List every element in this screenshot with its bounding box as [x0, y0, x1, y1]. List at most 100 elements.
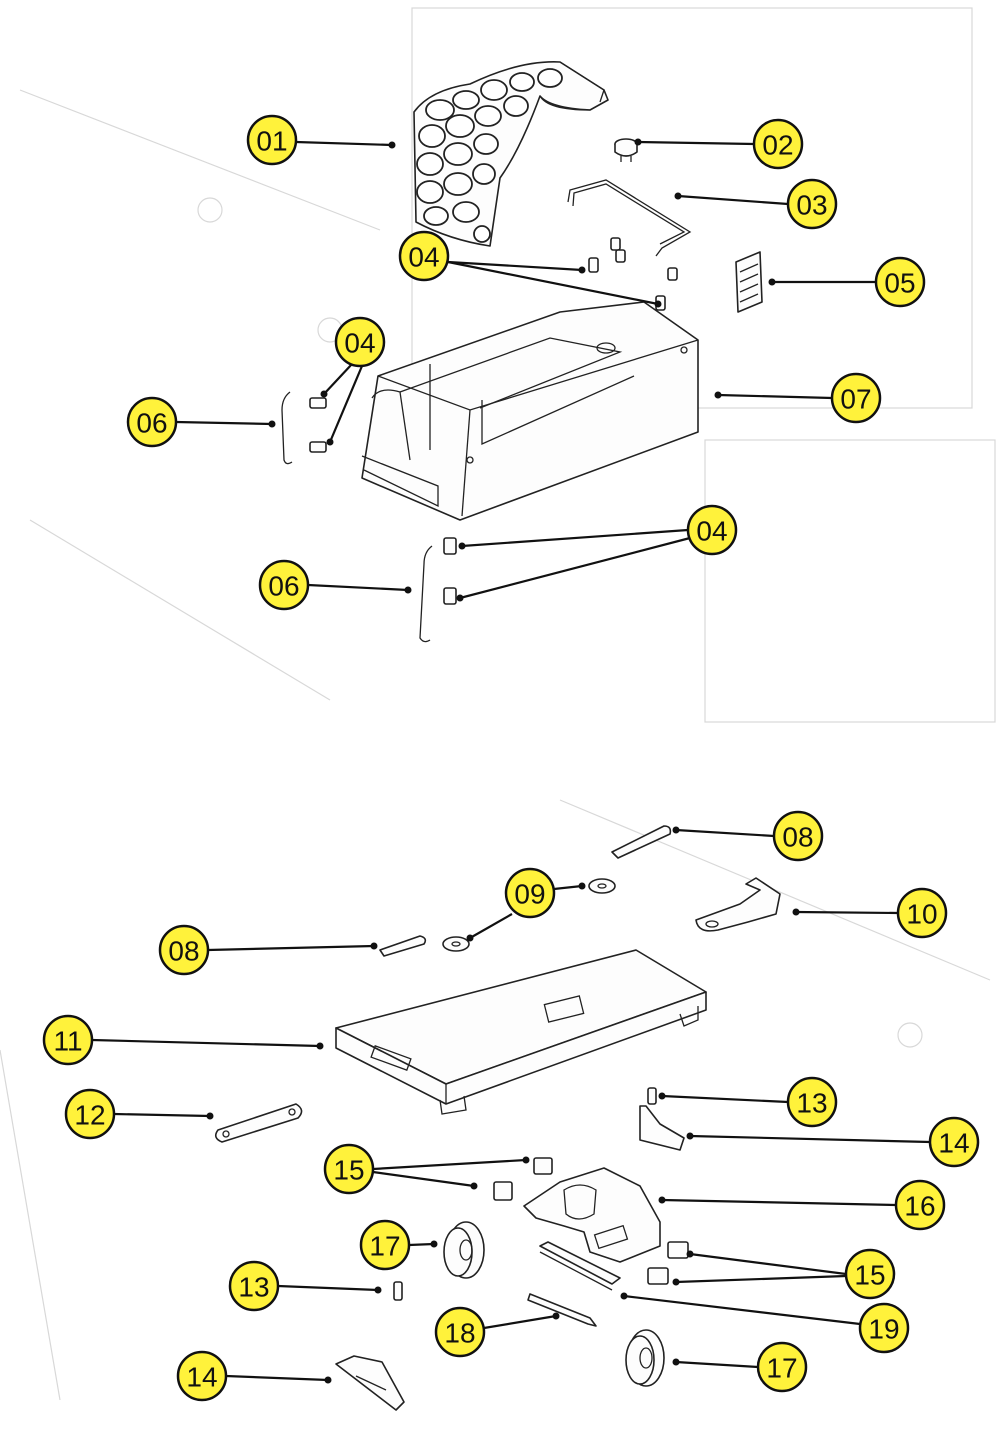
leader-line-c11 [91, 1038, 321, 1048]
callout-c04c: 04 [686, 504, 738, 556]
leader-endpoint-c10 [792, 908, 800, 916]
leader-endpoint-c15a [522, 1156, 530, 1164]
leader-endpoint-c06b [404, 586, 412, 594]
leader-line-c04b-2 [328, 365, 364, 443]
callout-number: 14 [186, 1362, 217, 1393]
callout-number: 15 [333, 1155, 364, 1186]
callout-number: 18 [444, 1318, 475, 1349]
callout-c11: 11 [42, 1014, 94, 1066]
leader-endpoint-c06a [268, 420, 276, 428]
part-knob [614, 138, 638, 162]
part-main-housing [361, 301, 699, 521]
callout-number: 07 [840, 384, 871, 415]
leader-endpoint-c18 [552, 1312, 560, 1320]
part-cotter-pins [379, 825, 672, 957]
callout-c19: 19 [858, 1302, 910, 1354]
leader-line-c09-2 [469, 913, 513, 939]
leader-line-c06b [307, 583, 409, 592]
callout-badge [246, 114, 298, 166]
callout-c06b: 06 [258, 559, 310, 611]
leader-endpoint-c08b [370, 942, 378, 950]
callout-leaders [91, 138, 931, 1384]
leader-line-c08a [675, 828, 775, 838]
callout-badge [786, 1076, 838, 1128]
callout-number: 08 [168, 936, 199, 967]
callout-badge [928, 1116, 980, 1168]
part-pivot-bracket [695, 877, 781, 932]
callout-number: 06 [136, 408, 167, 439]
callout-number: 04 [408, 242, 439, 273]
callout-badge [504, 867, 556, 919]
callout-badge [359, 1219, 411, 1271]
leader-line-c18 [483, 1314, 557, 1330]
callout-badge [64, 1088, 116, 1140]
leader-endpoint-c16 [658, 1196, 666, 1204]
part-rods [281, 391, 433, 643]
part-ladder-bracket [735, 251, 763, 313]
leader-endpoint-c01 [388, 141, 396, 149]
leader-line-c17a [408, 1242, 435, 1247]
part-screws [393, 1087, 657, 1301]
callout-badge [158, 924, 210, 976]
leader-line-c15a [372, 1158, 527, 1171]
callout-c06a: 06 [126, 396, 178, 448]
leader-endpoint-c08a [672, 826, 680, 834]
callout-c05: 05 [874, 256, 926, 308]
callout-c15a: 15 [323, 1143, 375, 1195]
rock-texture [416, 68, 563, 243]
leader-endpoint-c05 [768, 278, 776, 286]
leader-endpoint-c09 [578, 882, 586, 890]
callout-badge [896, 887, 948, 939]
callout-badge [858, 1302, 910, 1354]
leader-endpoint-c15b [686, 1250, 694, 1258]
leader-endpoint-c17a [430, 1240, 438, 1248]
leader-endpoint-c15b-2 [672, 1278, 680, 1286]
leader-line-c07 [717, 393, 833, 400]
callout-number: 02 [762, 130, 793, 161]
leader-line-c15a-2 [372, 1170, 475, 1188]
callout-badge [894, 1179, 946, 1231]
callout-c18: 18 [434, 1306, 486, 1358]
leader-endpoint-c12 [206, 1112, 214, 1120]
callout-number: 05 [884, 268, 915, 299]
callout-number: 04 [344, 328, 375, 359]
leader-endpoint-c14a [686, 1132, 694, 1140]
callout-number: 12 [74, 1100, 105, 1131]
part-wheels [443, 1221, 665, 1387]
leader-line-c12 [113, 1112, 211, 1118]
callout-c02: 02 [752, 118, 804, 170]
leader-endpoint-c13b [374, 1286, 382, 1294]
callout-c14b: 14 [176, 1350, 228, 1402]
callout-number: 13 [796, 1088, 827, 1119]
callout-c08b: 08 [158, 924, 210, 976]
leader-line-c06a [175, 420, 273, 426]
callout-number: 09 [514, 879, 545, 910]
callout-c12: 12 [64, 1088, 116, 1140]
callout-number: 17 [369, 1231, 400, 1262]
callout-number: 08 [782, 822, 813, 853]
callout-c09: 09 [504, 867, 556, 919]
leader-line-c14b [225, 1374, 329, 1382]
part-clips [335, 1105, 685, 1411]
leader-line-c04a-2 [447, 260, 659, 306]
leader-line-c15b [689, 1252, 847, 1276]
callout-badge [752, 118, 804, 170]
part-link-bar [214, 1103, 303, 1143]
callout-number: 16 [904, 1191, 935, 1222]
leader-line-c04c-2 [459, 536, 691, 600]
part-spacer-blocks [493, 1157, 689, 1285]
part-rock-cover-panel [413, 61, 609, 247]
callout-c10: 10 [896, 887, 948, 939]
callout-badge [786, 178, 838, 230]
leader-line-c13b [277, 1284, 379, 1292]
callout-badge [258, 559, 310, 611]
callout-badge [844, 1248, 896, 1300]
callout-number: 15 [854, 1260, 885, 1291]
callout-number: 10 [906, 899, 937, 930]
part-pins-lower [309, 397, 457, 605]
callout-badge [434, 1306, 486, 1358]
leader-line-c17b [675, 1360, 759, 1369]
leader-endpoint-c04c [458, 542, 466, 550]
